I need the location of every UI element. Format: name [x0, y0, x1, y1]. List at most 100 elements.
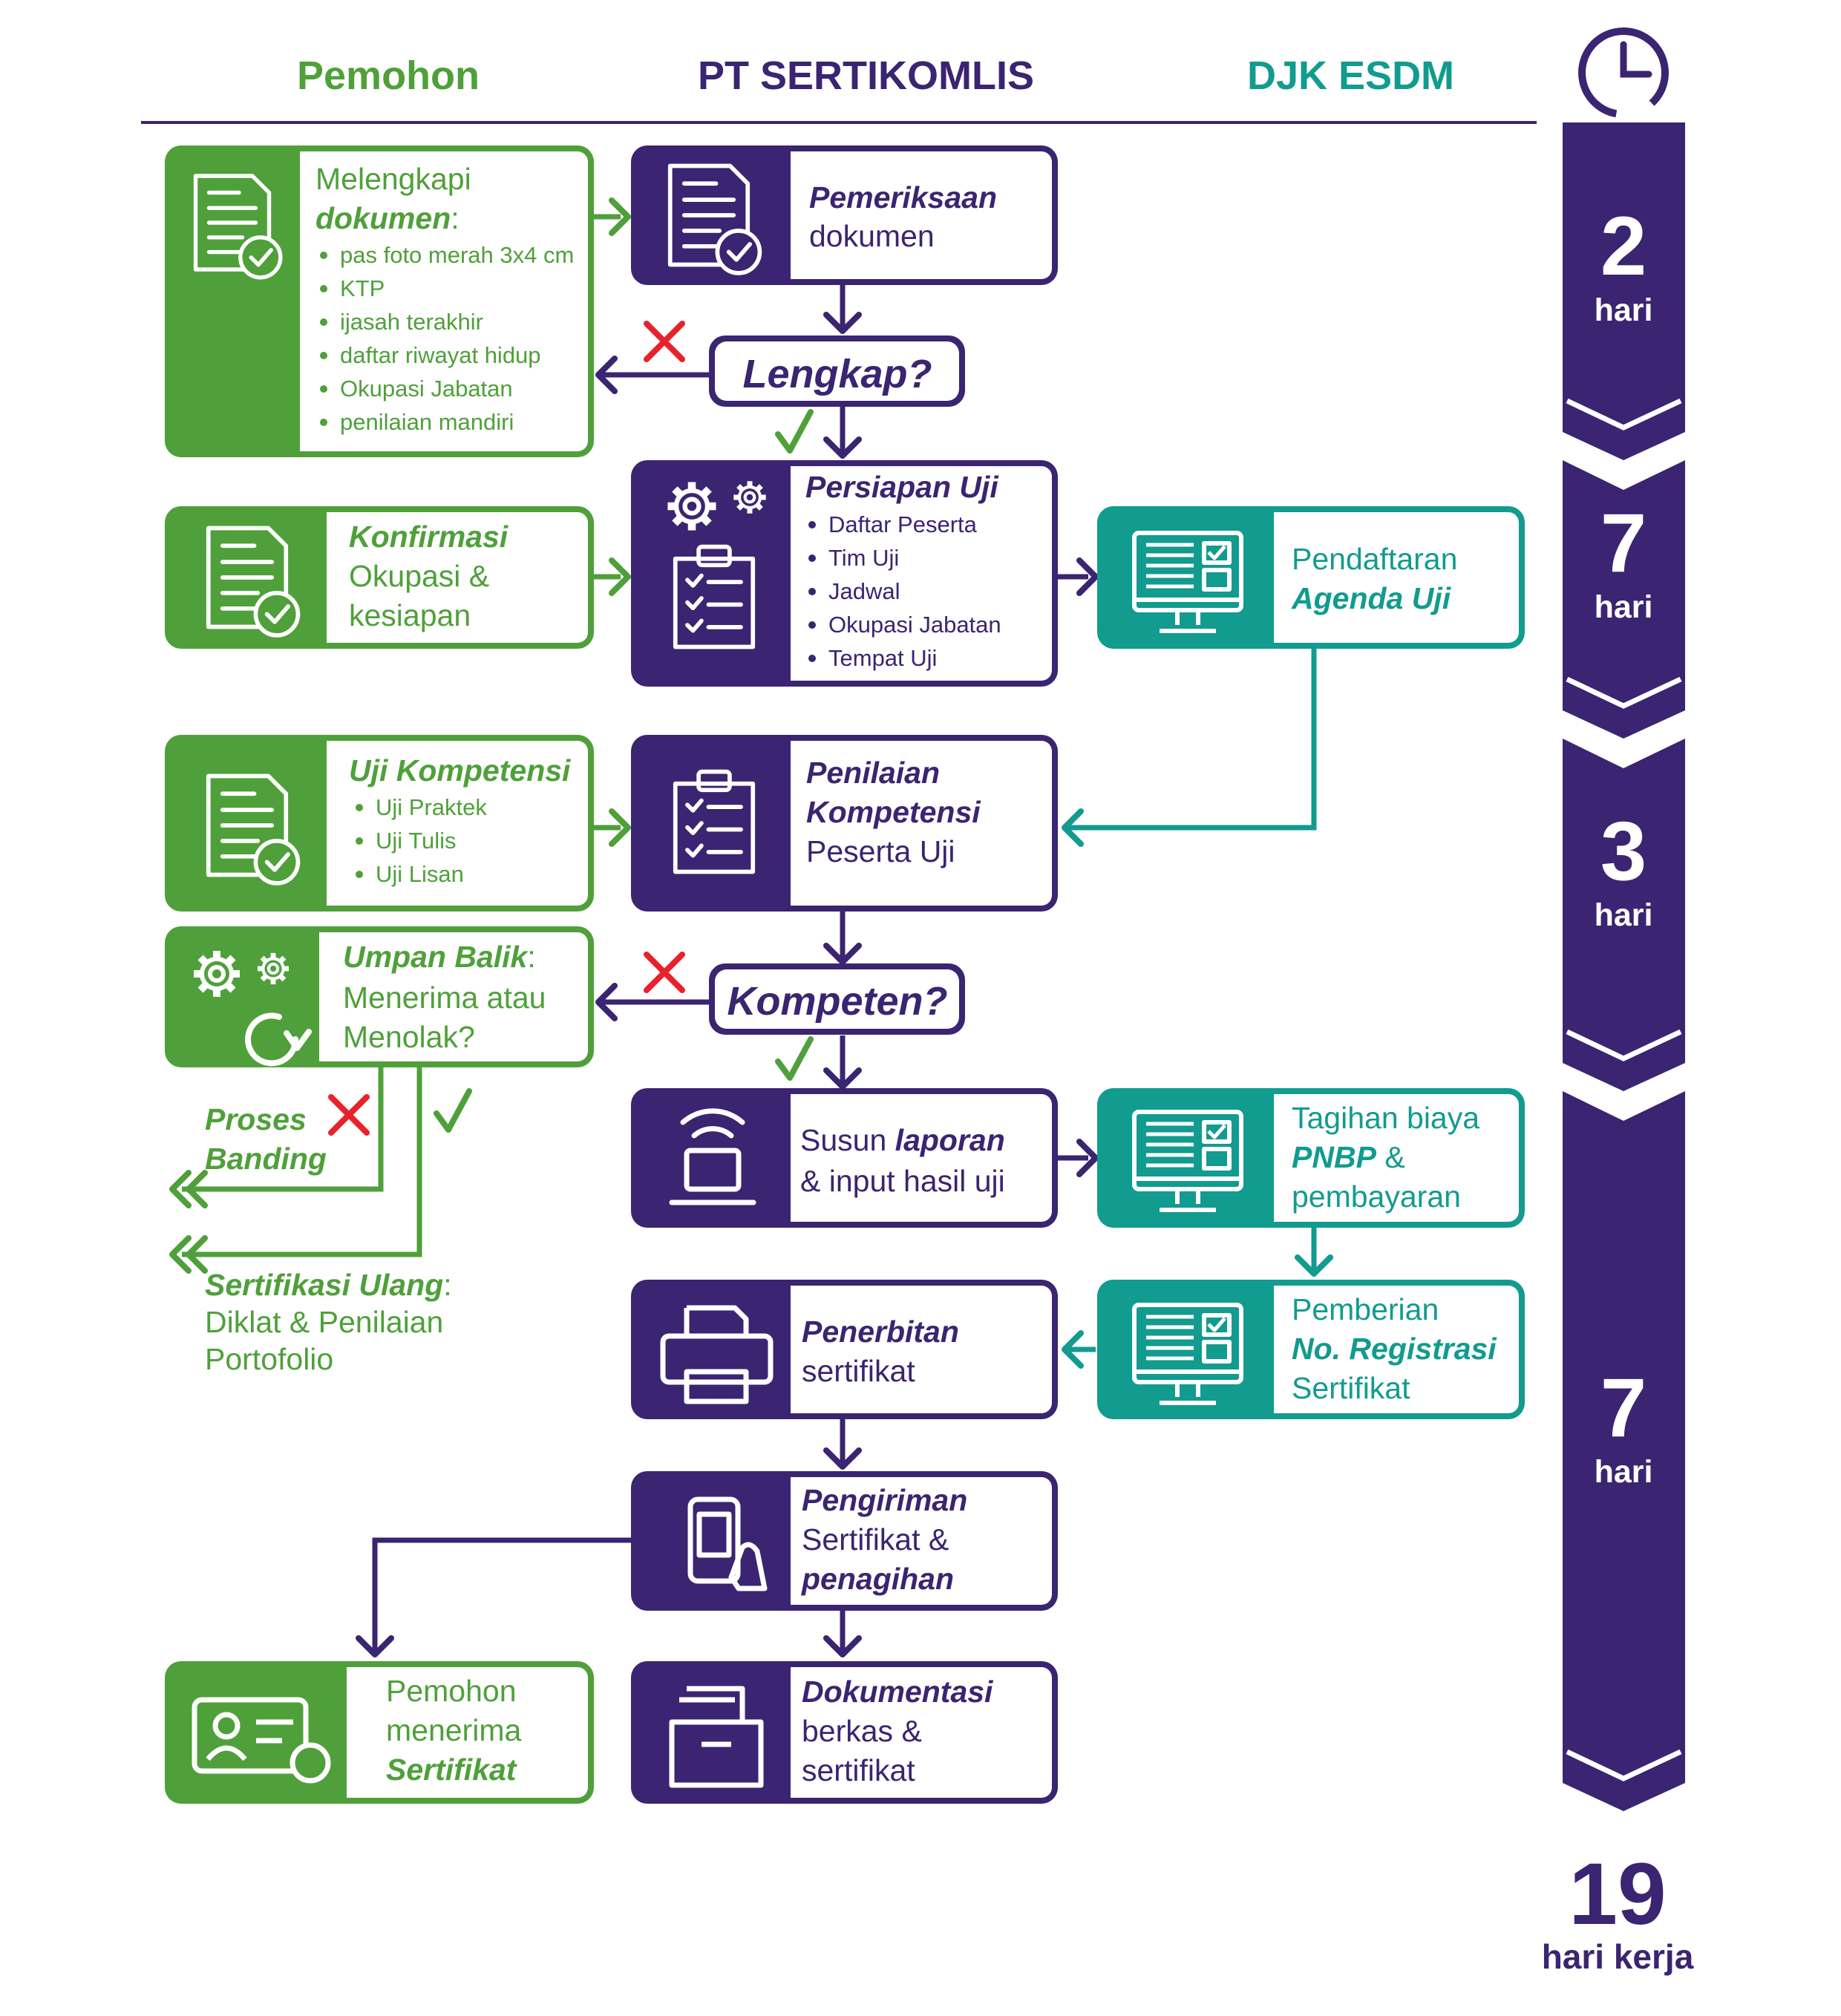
- pemeriksaan-title-part: Pemeriksaan: [809, 180, 997, 215]
- pengiriman-line3-part: penagihan: [801, 1562, 954, 1596]
- pengiriman-title: Pengiriman: [802, 1483, 967, 1517]
- id-shoulders: [206, 1745, 247, 1761]
- timeline-days: 2: [1600, 200, 1647, 292]
- approve-check-icon: [775, 409, 814, 454]
- arrowhead: [823, 1447, 862, 1470]
- uji-kompetensi-item: Uji Lisan: [376, 861, 464, 887]
- susun-title-part: Susun: [800, 1123, 886, 1157]
- laptop-wifi-icon: [669, 1108, 756, 1205]
- refresh-arrow-icon: [284, 1029, 312, 1051]
- persiapan-box-body-edge: [791, 466, 805, 681]
- konfirmasi-line3-text: kesiapan: [349, 598, 471, 632]
- banding-line2-part: Banding: [205, 1142, 327, 1176]
- melengkapi-subtitle-part: dokumen: [315, 201, 451, 235]
- double-arrowhead: [169, 1235, 192, 1274]
- konfirmasi-box-body: [327, 512, 588, 643]
- melengkapi-title-part: Melengkapi: [315, 162, 471, 196]
- header-djk-part: DJK ESDM: [1247, 53, 1454, 98]
- penerbitan-subtitle-text: sertifikat: [802, 1354, 915, 1388]
- uji-kompetensi-bullet: [356, 837, 363, 845]
- melengkapi-subtitle-text: dokumen: [315, 201, 451, 235]
- arrowhead: [595, 356, 618, 394]
- uji-kompetensi-bullet: [356, 804, 363, 811]
- persiapan-box-body: [791, 466, 1052, 681]
- pengiriman-title-text: Pengiriman: [802, 1483, 967, 1517]
- pengiriman-box-body: [791, 1477, 1052, 1605]
- arrowhead: [823, 943, 862, 965]
- connector-line: [182, 1065, 384, 1192]
- persiapan-bullet: [808, 521, 816, 528]
- dokumentasi-title: Dokumentasi: [802, 1675, 994, 1709]
- pemberian-line3-text: Sertifikat: [1292, 1371, 1410, 1405]
- timeline-unit: hari: [1595, 292, 1653, 328]
- melengkapi-item-part: pas foto merah 3x4 cm: [340, 242, 574, 268]
- timeline-segment: [1563, 1091, 1685, 1811]
- penerbitan-subtitle: sertifikat: [802, 1354, 915, 1388]
- timeline-days: 7: [1600, 1361, 1647, 1454]
- uji-kompetensi-item-part: Uji Lisan: [376, 861, 464, 887]
- uji-kompetensi-item: Uji Praktek: [376, 794, 487, 820]
- konfirmasi-line2-text: Okupasi &: [349, 559, 489, 593]
- sertifikasi-line2-text: Diklat & Penilaian: [205, 1305, 443, 1339]
- pemohon-menerima-line3-part: Sertifikat: [386, 1752, 518, 1787]
- header-pemohon-text: Pemohon: [297, 53, 480, 98]
- timeline-unit: hari: [1595, 589, 1653, 625]
- arrowhead: [823, 1635, 862, 1657]
- pemohon-menerima-line3: Sertifikat: [386, 1752, 518, 1787]
- pemberian-title-part: Pemberian: [1292, 1292, 1439, 1326]
- penerbitan-title-text: Penerbitan: [802, 1315, 959, 1349]
- penerbitan-subtitle-part: sertifikat: [802, 1354, 915, 1388]
- lengkap-body: [715, 341, 959, 401]
- arrowhead: [1062, 1330, 1084, 1369]
- konfirmasi-line2: Okupasi &: [349, 559, 489, 593]
- sertifikasi-title: Sertifikasi Ulang:: [205, 1268, 452, 1302]
- penilaian-title-part: Penilaian: [806, 756, 940, 790]
- pemeriksaan-title: Pemeriksaan: [809, 180, 997, 215]
- umpan-balik-line3: Menolak?: [343, 1020, 475, 1054]
- persiapan-item-part: Tim Uji: [828, 545, 899, 571]
- uji-kompetensi-item-text: Uji Praktek: [376, 794, 487, 820]
- umpan-balik-line2: Menerima atau: [343, 981, 546, 1015]
- arrowhead: [1295, 1254, 1333, 1277]
- phone-payment-icon: [687, 1496, 768, 1591]
- arrowhead: [609, 557, 631, 596]
- umpan-balik-colon: :: [527, 940, 535, 974]
- pemberian-line3-part: Sertifikat: [1292, 1371, 1410, 1405]
- susun-box-body-edge: [791, 1094, 805, 1222]
- umpan-balik-line2-part: Menerima atau: [343, 981, 546, 1015]
- printer-output: [684, 1369, 749, 1404]
- pemeriksaan-subtitle-part: dokumen: [809, 219, 935, 253]
- persiapan-item: Tim Uji: [828, 545, 899, 571]
- pendaftaran-subtitle: Agenda Uji: [1291, 581, 1452, 615]
- umpan-balik-box-body: [319, 932, 588, 1061]
- banding-line1: Proses: [205, 1102, 307, 1136]
- arrowhead: [823, 1067, 862, 1090]
- persiapan-item-text: Tim Uji: [828, 545, 899, 571]
- penilaian-subtitle-text: Kompetensi: [806, 795, 981, 829]
- dokumentasi-line2-part: berkas &: [802, 1714, 922, 1748]
- melengkapi-box-body-edge: [300, 151, 315, 451]
- pemohon-menerima-box-body-edge: [347, 1667, 362, 1798]
- melengkapi-bullet: [320, 385, 327, 393]
- melengkapi-item-text: daftar riwayat hidup: [340, 342, 541, 368]
- penilaian-line3-part: Peserta Uji: [806, 834, 955, 868]
- pendaftaran-box-body: [1274, 512, 1519, 643]
- penerbitan-title: Penerbitan: [802, 1315, 959, 1349]
- persiapan-item: Jadwal: [828, 578, 900, 604]
- pengiriman-box-body-edge: [791, 1477, 805, 1605]
- uji-kompetensi-item: Uji Tulis: [376, 828, 457, 854]
- persiapan-item-text: Jadwal: [828, 578, 900, 604]
- persiapan-item-part: Jadwal: [828, 578, 900, 604]
- melengkapi-item-text: KTP: [340, 275, 385, 301]
- melengkapi-item: pas foto merah 3x4 cm: [340, 242, 574, 268]
- melengkapi-bullet: [320, 318, 327, 326]
- dokumentasi-title-part: Dokumentasi: [802, 1675, 994, 1709]
- penilaian-subtitle: Kompetensi: [806, 795, 981, 829]
- konfirmasi-line3-part: kesiapan: [349, 598, 471, 632]
- melengkapi-title: Melengkapi: [315, 162, 471, 196]
- persiapan-bullet: [808, 655, 816, 662]
- tagihan-box-body: [1274, 1094, 1519, 1222]
